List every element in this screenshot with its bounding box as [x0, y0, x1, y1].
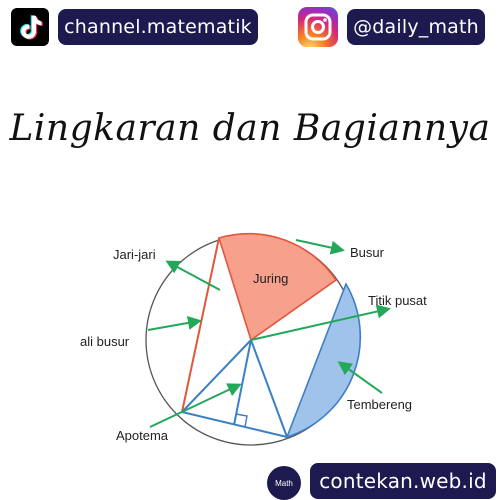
label-center: Titik pusat: [368, 293, 427, 308]
segment-shape: [285, 282, 362, 439]
arrow-arc: [295, 239, 345, 255]
radius-to-left: [181, 339, 252, 413]
tiktok-handle: channel.matematik: [64, 16, 252, 38]
arrow-segment: [337, 361, 383, 394]
sector-shape: [217, 232, 338, 342]
website-link: contekan.web.id: [319, 469, 487, 493]
math-logo-icon: Math: [267, 466, 301, 500]
chord-line: [181, 237, 220, 413]
label-arc: Busur: [350, 245, 385, 260]
right-angle-mark: [235, 413, 248, 428]
arrow-apothem: [149, 383, 242, 428]
arrow-radius: [165, 260, 221, 291]
tiktok-icon: [11, 8, 49, 46]
apothem-line: [233, 339, 252, 426]
label-radius: Jari-jari: [113, 247, 156, 262]
arrow-center: [250, 304, 391, 341]
label-chord: ali busur: [80, 334, 130, 349]
radius-to-bottom: [250, 339, 288, 438]
website-badge[interactable]: contekan.web.id: [310, 463, 496, 499]
math-logo-text: Math: [275, 478, 293, 488]
label-sector: Juring: [253, 271, 288, 286]
page-title: Lingkaran dan Bagiannya: [9, 108, 491, 149]
instagram-icon: [298, 7, 338, 47]
label-segment: Tembereng: [347, 397, 412, 412]
instagram-handle-badge[interactable]: @daily_math: [347, 9, 485, 45]
instagram-handle: @daily_math: [353, 16, 479, 38]
arrow-chord: [147, 316, 202, 331]
tiktok-handle-badge[interactable]: channel.matematik: [58, 9, 258, 45]
label-apothem: Apotema: [116, 428, 169, 443]
